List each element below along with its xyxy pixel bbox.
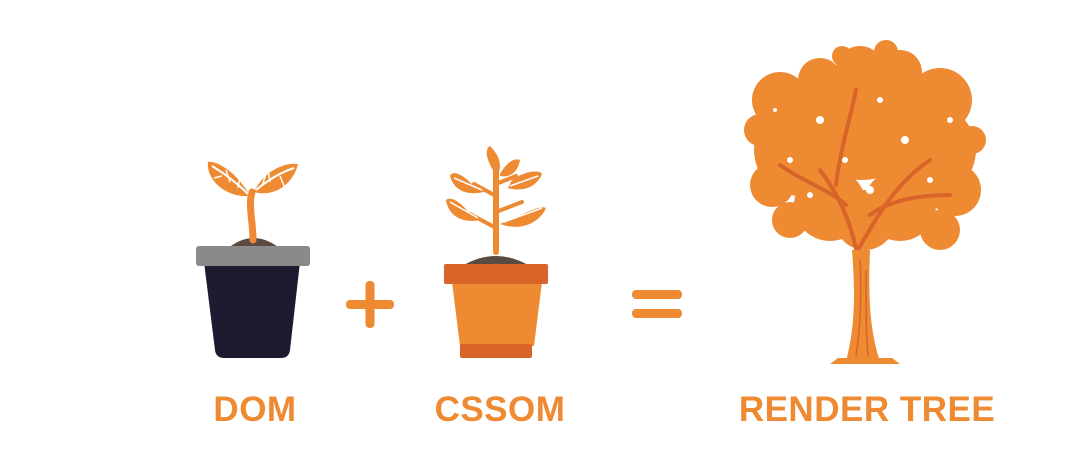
cssom-label: CSSOM [434, 390, 566, 429]
plus-icon [346, 281, 394, 328]
tree-icon [744, 40, 986, 364]
render-tree-label: RENDER TREE [738, 390, 996, 429]
equals-icon [632, 290, 682, 318]
sapling-pot-icon [444, 146, 548, 358]
dom-label: DOM [213, 390, 297, 429]
seedling-pot-icon [196, 161, 310, 358]
